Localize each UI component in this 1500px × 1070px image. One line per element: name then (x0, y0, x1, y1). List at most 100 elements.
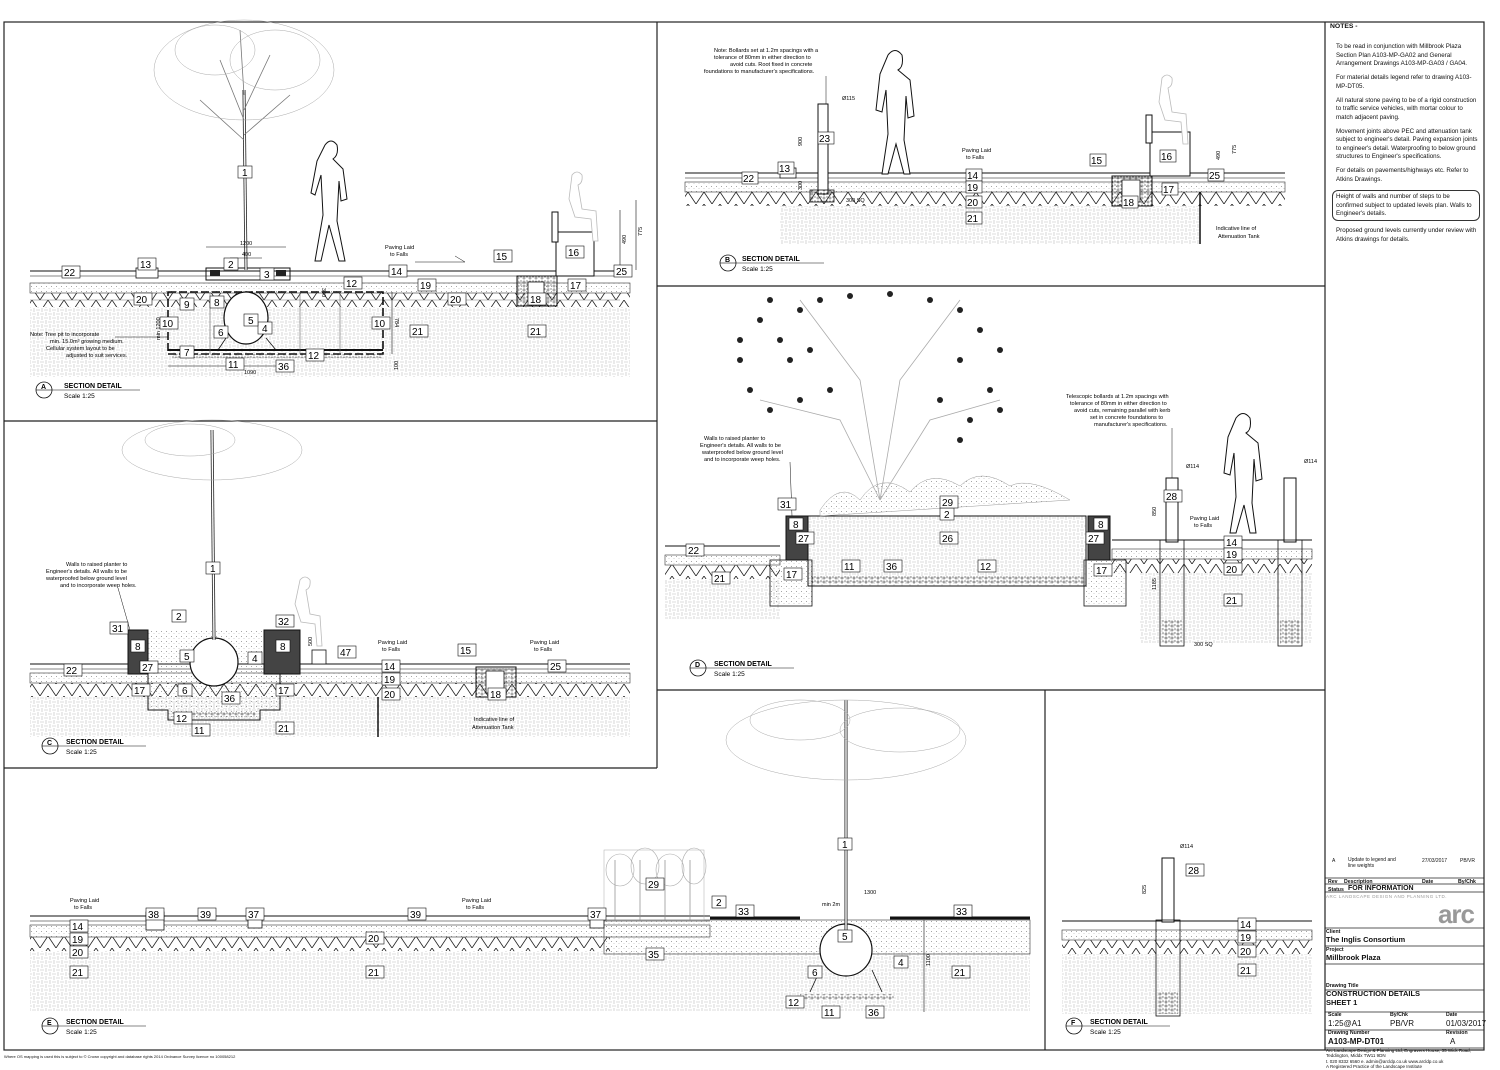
svg-text:37: 37 (590, 910, 602, 921)
company-name: ARC LANDSCAPE DESIGN AND PLANNING LTD. (1326, 894, 1447, 899)
panel-a-letter: A (41, 384, 46, 391)
svg-text:29: 29 (648, 880, 660, 891)
svg-text:10: 10 (162, 319, 174, 330)
panel-f-label: F SECTION DETAIL Scale 1:25 (1065, 1017, 1170, 1036)
e-paving-laid-1: Paving Laid (70, 898, 99, 904)
notes-header: NOTES - (1330, 23, 1358, 30)
panel-a-section: 1200 400 300 784 min 1200 1090 100 490 7… (29, 19, 644, 377)
panel-f-tags: 28 14 19 20 21 (1185, 863, 1257, 977)
svg-text:33: 33 (956, 907, 968, 918)
drawing-title-row: Drawing Title CONSTRUCTION DETAILS SHEET… (1326, 983, 1482, 1007)
f-dim-114: Ø114 (1180, 844, 1193, 850)
notes-item-5: For details on pavements/highways etc. R… (1336, 167, 1469, 183)
d-note-telescopic-5: manufacturer's specifications. (1094, 422, 1168, 428)
panel-c-label: C SECTION DETAIL Scale 1:25 (41, 737, 146, 756)
panel-b-letter: B (725, 257, 730, 264)
svg-text:1: 1 (842, 840, 848, 851)
b-note-bollards-4: foundations to manufacturer's specificat… (704, 69, 815, 75)
svg-text:16: 16 (1161, 152, 1173, 163)
svg-text:21: 21 (278, 724, 290, 735)
c-note-walls-3: waterproofed below ground level (45, 576, 127, 582)
svg-text:6: 6 (812, 968, 818, 979)
logo-area: arc (1326, 899, 1482, 929)
svg-text:19: 19 (420, 281, 432, 292)
a-paving-laid-2: to Falls (390, 252, 408, 258)
svg-text:8: 8 (1098, 520, 1104, 531)
c-paving-laid-2: to Falls (382, 647, 400, 653)
b-attenuation-2: Attenuation Tank (1218, 234, 1260, 240)
svg-text:20: 20 (72, 948, 84, 959)
svg-text:20: 20 (368, 934, 380, 945)
panel-a-label: A SECTION DETAIL Scale 1:25 (35, 381, 140, 400)
a-note-tree-pit-2: min. 15.0m³ growing medium. (50, 339, 124, 345)
svg-text:20: 20 (1226, 565, 1238, 576)
status-value: FOR INFORMATION (1348, 885, 1414, 892)
svg-text:37: 37 (248, 910, 260, 921)
d-note-telescopic-3: avoid cuts, remaining parallel with kerb (1074, 408, 1170, 414)
svg-text:21: 21 (714, 574, 726, 585)
svg-text:9: 9 (184, 300, 190, 311)
drawing-title-2: SHEET 1 (1326, 998, 1358, 1007)
panel-d-scale: Scale 1:25 (714, 671, 745, 678)
panel-f-section: Ø114 825 (1061, 844, 1313, 1017)
svg-text:11: 11 (824, 1008, 835, 1019)
svg-text:21: 21 (72, 968, 84, 979)
b-note-bollards-2: tolerance of 80mm in either direction to (714, 55, 811, 61)
panel-e-title: SECTION DETAIL (66, 1019, 125, 1026)
panel-a-title: SECTION DETAIL (64, 383, 123, 390)
svg-text:20: 20 (967, 198, 979, 209)
d-note-walls-1: Walls to raised planter to (704, 436, 765, 442)
svg-text:4: 4 (898, 958, 904, 969)
svg-text:25: 25 (550, 662, 562, 673)
e-dim-1100: 1100 (926, 954, 932, 966)
panel-d-letter: D (695, 662, 700, 669)
svg-text:7: 7 (184, 348, 190, 359)
svg-text:6: 6 (218, 328, 224, 339)
a-dim-1200: 1200 (240, 241, 252, 247)
svg-text:12: 12 (980, 562, 992, 573)
svg-text:20: 20 (136, 295, 148, 306)
svg-text:20: 20 (384, 690, 396, 701)
svg-text:8: 8 (280, 642, 286, 653)
panel-d-title: SECTION DETAIL (714, 661, 773, 668)
b-note-bollards-3: avoid cuts. Root fixed in concrete (730, 62, 812, 68)
a-dim-490: 490 (622, 235, 628, 244)
svg-text:23: 23 (819, 134, 831, 145)
c-paving-laid-1: Paving Laid (378, 640, 407, 646)
b-paving-laid-1: Paving Laid (962, 148, 991, 154)
svg-text:36: 36 (224, 694, 236, 705)
sheet-border (3, 21, 1485, 1051)
footer-copyright: Where OS mapping is used this is subject… (4, 1054, 236, 1059)
svg-text:32: 32 (278, 617, 290, 628)
panel-c-tags: 1 2 4 6 8 8 31 32 27 17 17 36 12 11 47 1… (63, 561, 567, 737)
svg-text:17: 17 (1163, 185, 1175, 196)
svg-text:19: 19 (384, 675, 396, 686)
svg-text:13: 13 (140, 260, 152, 271)
svg-text:21: 21 (412, 327, 424, 338)
c-dim-500: 500 (308, 637, 314, 646)
svg-text:21: 21 (530, 327, 542, 338)
a-dim-775: 775 (638, 227, 644, 236)
address-block: Arc Landscape Design & Planning Ltd, Eng… (1326, 1048, 1471, 1070)
e-dim-min2m: min 2m (822, 902, 840, 908)
svg-text:47: 47 (340, 648, 352, 659)
svg-text:14: 14 (1240, 920, 1252, 931)
revision-value: A (1450, 1037, 1456, 1046)
svg-text:12: 12 (176, 714, 188, 725)
svg-text:17: 17 (278, 686, 290, 697)
c-attenuation-1: Indicative line of (474, 717, 515, 723)
d-note-walls-2: Engineer's details. All walls to be (700, 443, 781, 449)
a-dim-min1200: min 1200 (156, 317, 162, 340)
client-row: Client The Inglis Consortium (1326, 929, 1482, 944)
d-dim-114b: Ø114 (1304, 459, 1317, 465)
panel-b-scale: Scale 1:25 (742, 266, 773, 273)
svg-text:16: 16 (568, 248, 580, 259)
drawing-title-1: CONSTRUCTION DETAILS (1326, 989, 1421, 998)
c-attenuation-2: Attenuation Tank (472, 725, 514, 731)
e-paving-laid-2: to Falls (74, 905, 92, 911)
d-dim-114a: Ø114 (1186, 464, 1199, 470)
svg-text:36: 36 (278, 362, 290, 373)
e-dim-1300: 1300 (864, 890, 876, 896)
panel-a-scale: Scale 1:25 (64, 393, 95, 400)
panel-a-tags: 1 2 3 4 5 6 7 8 9 10 10 11 12 12 13 14 1… (61, 165, 633, 373)
